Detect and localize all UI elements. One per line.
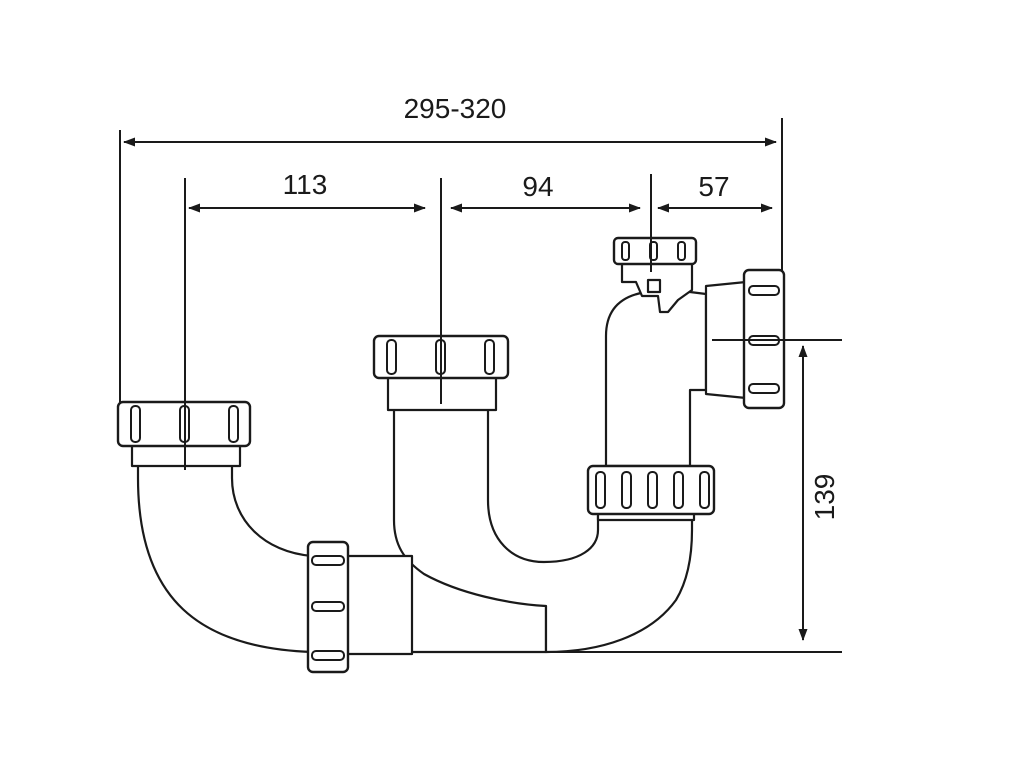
standpipe-to-outlet-label: 57 <box>698 171 729 202</box>
lower-coupling-nut <box>306 540 350 674</box>
standpipe-branch <box>604 260 748 468</box>
center-trap-bend <box>392 406 694 654</box>
center-to-standpipe-dimension: 94 <box>450 171 641 213</box>
left-trap-bend <box>136 462 314 654</box>
inlet-to-center-label: 113 <box>283 169 328 200</box>
outlet-height-dimension: 139 <box>798 345 840 641</box>
standpipe-nut <box>586 464 716 522</box>
lower-coupling <box>344 554 414 656</box>
center-to-standpipe-label: 94 <box>522 171 553 202</box>
overall-width-label: 295-320 <box>404 93 507 124</box>
top-spigot-nut <box>612 236 698 266</box>
outlet-height-label: 139 <box>809 474 840 521</box>
inlet-to-center-dimension: 113 <box>188 169 426 213</box>
overall-width-dimension: 295-320 <box>123 93 777 147</box>
standpipe-to-outlet-dimension: 57 <box>657 171 773 213</box>
extension-lines <box>119 118 842 653</box>
